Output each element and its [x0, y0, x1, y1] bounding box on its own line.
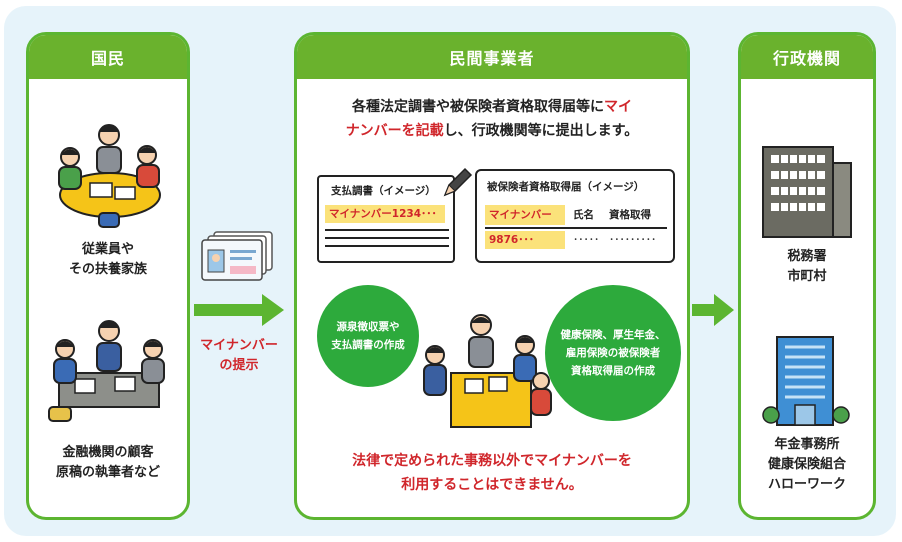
business-panel: 民間事業者 各種法定調書や被保険者資格取得届等にマイ ナンバーを記載し、行政機関… [294, 32, 690, 520]
lead-text-1: 各種法定調書や被保険者資格取得届等に [352, 99, 604, 115]
citizen-group2-line1: 金融機関の顧客 [62, 445, 154, 460]
doc1-title: 支払調書（イメージ） [331, 185, 436, 197]
warning-line1: 法律で定められた事務以外でマイナンバーを [352, 453, 632, 469]
bubble-right-line1: 健康保険、厚生年金、 [560, 329, 666, 341]
doc2-col1: マイナンバー [485, 205, 565, 225]
government-group1-line2: 市町村 [787, 269, 827, 284]
arrow-label-line1: マイナンバー [200, 338, 278, 353]
government-title: 行政機関 [741, 35, 873, 79]
pen-icon [443, 167, 473, 197]
bubble-left-line2: 支払調書の作成 [331, 339, 405, 351]
bubble-left-line1: 源泉徴収票や [336, 321, 400, 333]
government-group1-line1: 税務署 [787, 249, 827, 264]
government-panel: 行政機関 税務署 市町村 年金事務所 健康保険組合 ハロー [738, 32, 876, 520]
arrow-label-line2: の提示 [219, 358, 259, 373]
customers-illustration [48, 320, 165, 422]
citizen-title: 国民 [29, 35, 187, 79]
citizen-group1-line2: その扶養家族 [68, 262, 147, 277]
bubble-withholding: 源泉徴収票や 支払調書の作成 [317, 285, 419, 387]
citizen-group2-line2: 原稿の執筆者など [55, 465, 160, 480]
doc2-dots1: ･････ [573, 234, 600, 246]
government-group2-line1: 年金事務所 [774, 437, 840, 452]
doc2-col3: 資格取得 [609, 209, 651, 221]
doc2-value: 9876･･･ [485, 231, 565, 249]
lead-red-2: ナンバーを記載 [345, 123, 444, 139]
business-meeting-illustration [423, 314, 552, 428]
arrow-to-business [194, 294, 284, 326]
insured-qualification-document: 被保険者資格取得届（イメージ） マイナンバー 氏名 資格取得 9876･･･ ･… [475, 169, 675, 263]
doc2-title: 被保険者資格取得届（イメージ） [487, 181, 645, 193]
lead-red-1: マイ [604, 99, 632, 115]
bubble-insurance: 健康保険、厚生年金、 雇用保険の被保険者 資格取得届の作成 [545, 285, 681, 421]
citizen-group1-line1: 従業員や [81, 242, 134, 257]
lead-text-2: し、行政機関等に提出します。 [443, 123, 639, 139]
business-title: 民間事業者 [297, 35, 687, 79]
doc2-col2: 氏名 [573, 209, 594, 221]
mynumber-card-icon [201, 231, 273, 281]
doc2-dots2: ･････････ [609, 234, 657, 246]
tax-office-building-icon [762, 146, 852, 238]
doc1-value: マイナンバー1234･･･ [325, 205, 445, 223]
bubble-right-line2: 雇用保険の被保険者 [565, 347, 661, 359]
citizen-panel: 国民 従業員や その扶養家族 金融機関の顧客 原稿の執 [26, 32, 190, 520]
bubble-right-line3: 資格取得届の作成 [571, 365, 655, 377]
warning-line2: 利用することはできません。 [401, 477, 583, 493]
arrow-to-government [692, 294, 734, 326]
government-group2-line2: 健康保険組合 [767, 457, 846, 472]
employees-illustration [58, 124, 161, 228]
payment-report-document: 支払調書（イメージ） マイナンバー1234･･･ [317, 175, 455, 263]
government-group2-line3: ハローワーク [767, 477, 846, 492]
pension-office-building-icon [762, 336, 850, 426]
